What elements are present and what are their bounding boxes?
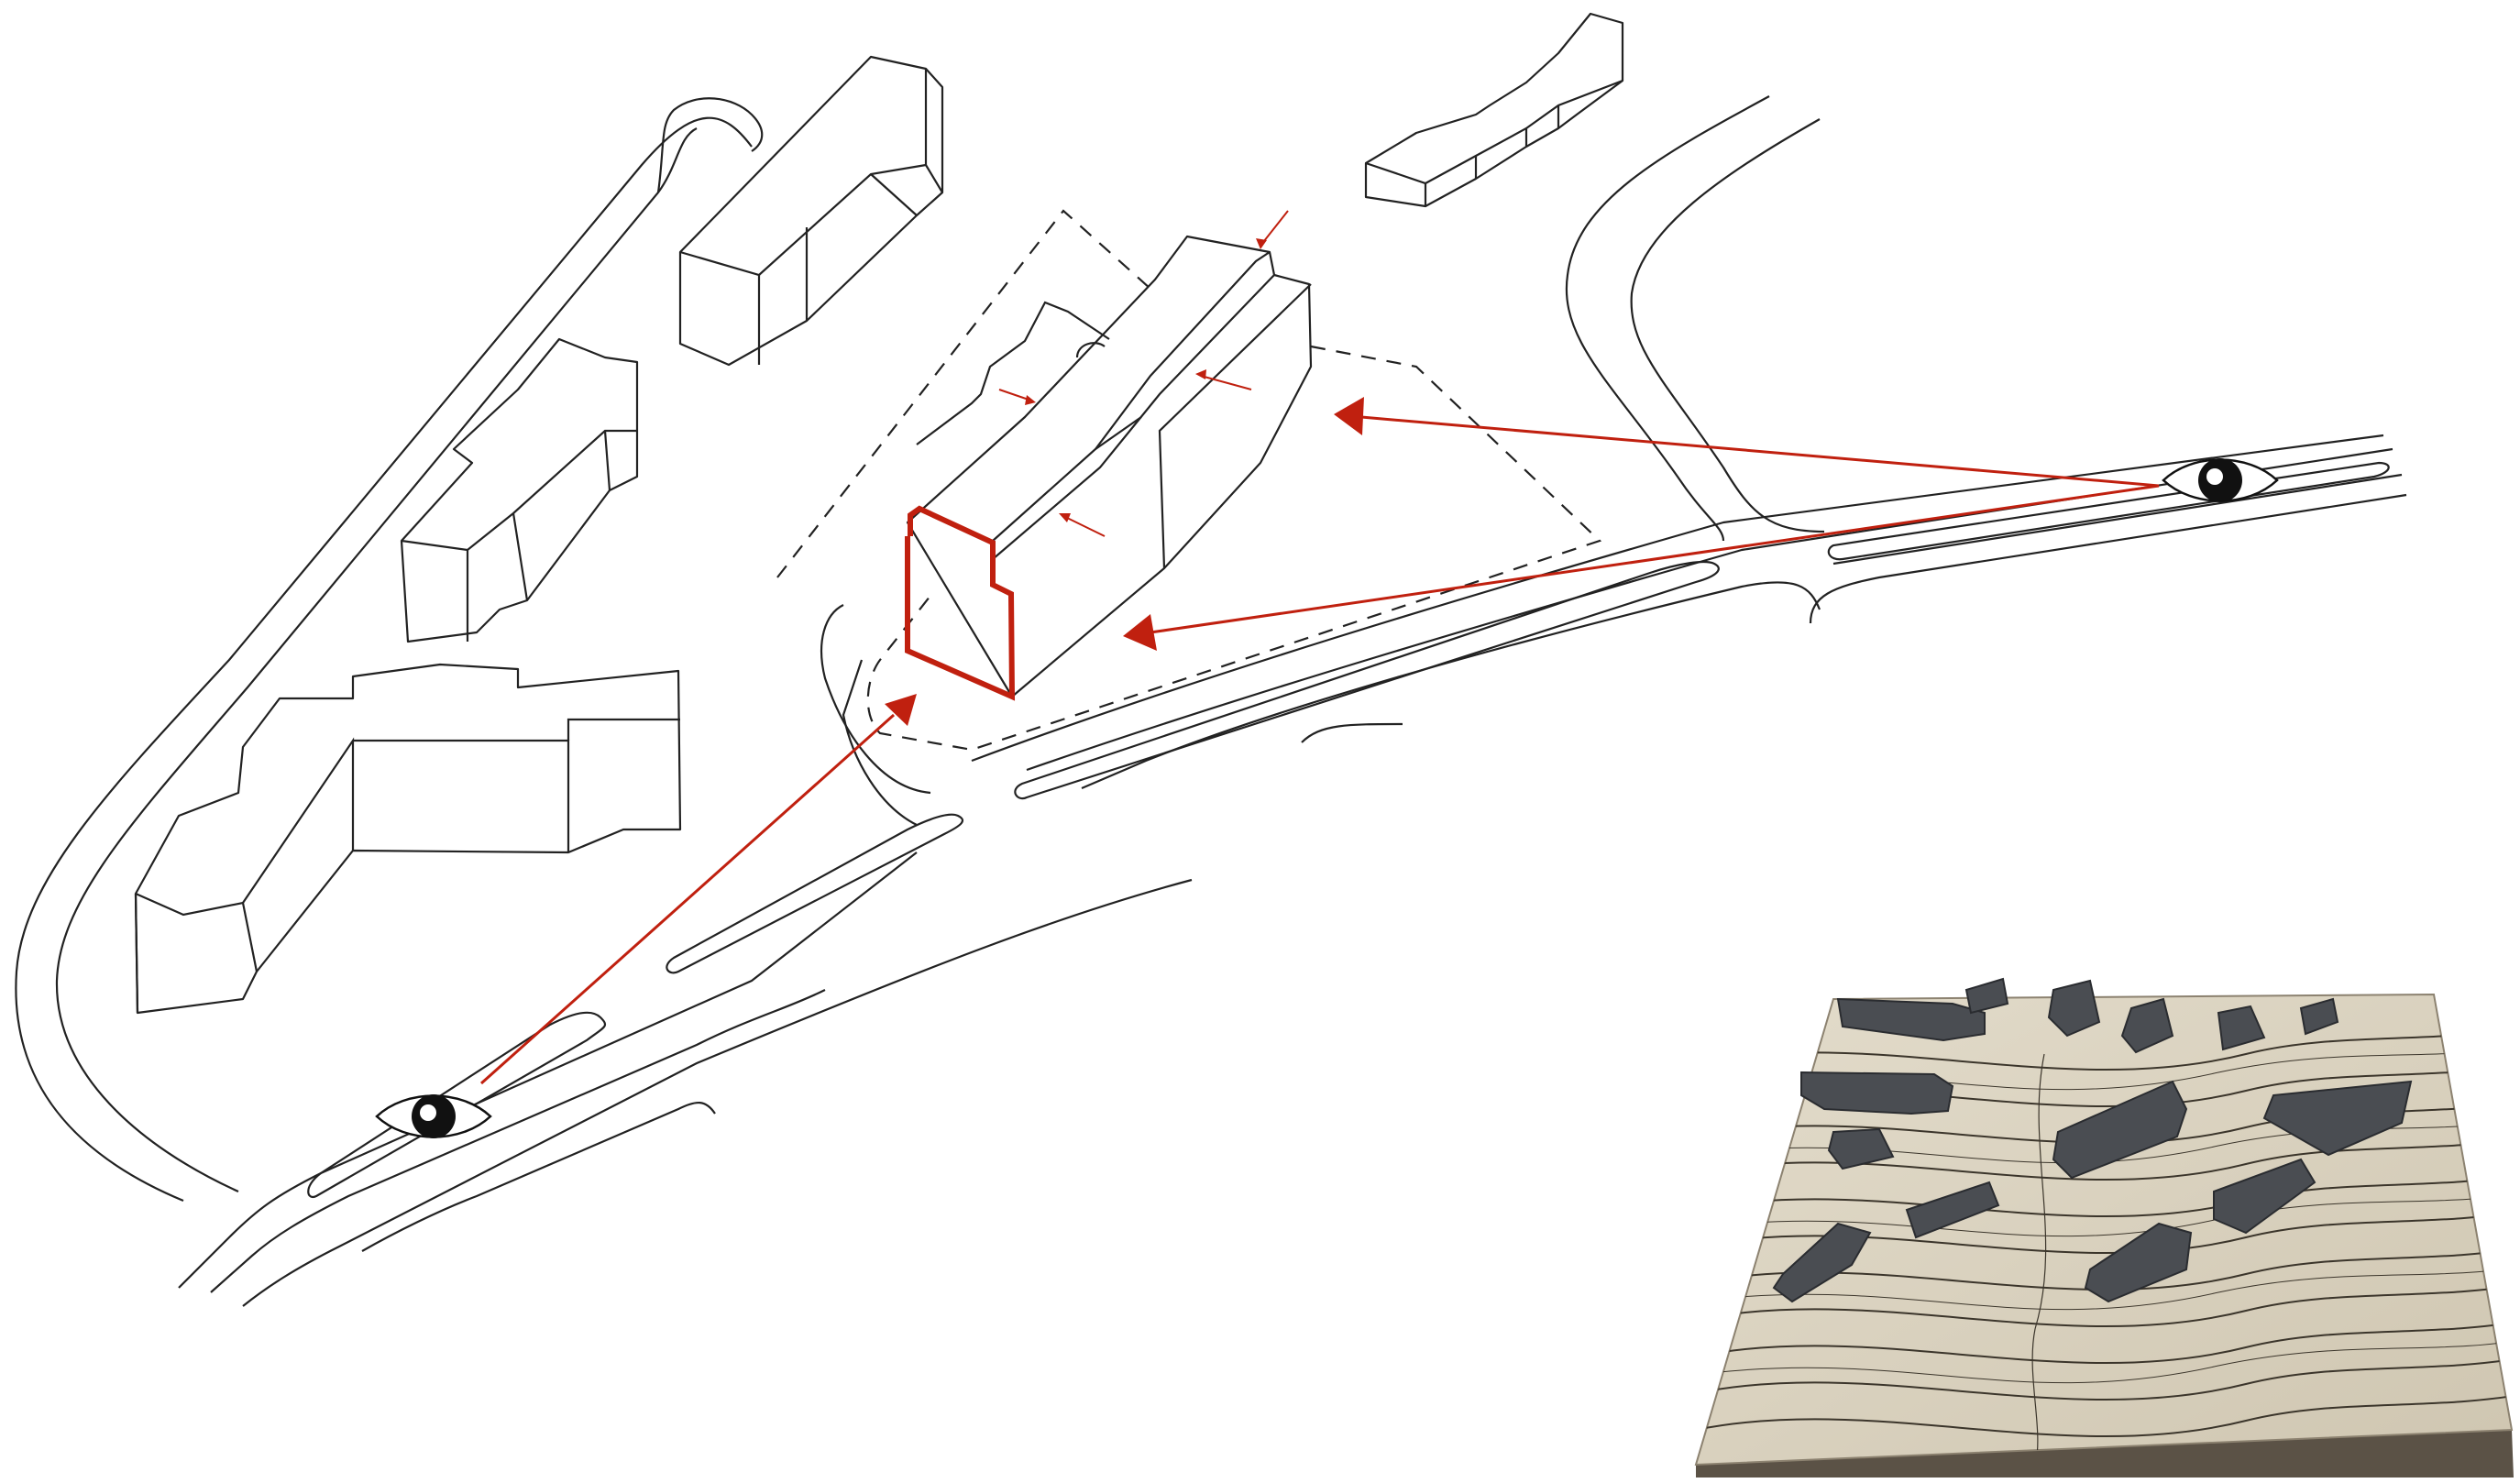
road-east-5: [1833, 475, 2402, 564]
view-arrowhead-2: [1123, 614, 1157, 651]
road-east-4: [1810, 495, 2406, 623]
building-north-west: [680, 57, 942, 365]
road-main-2: [211, 990, 825, 1292]
building-west-large: [136, 665, 680, 1013]
eye-icon: [377, 1094, 490, 1138]
existing-buildings: [136, 14, 1623, 1013]
proposed-building-volume: [908, 236, 1311, 697]
road-northeast-2: [1632, 119, 1824, 532]
road-west-inner: [57, 128, 697, 1192]
site-model-photo: [1696, 979, 2520, 1478]
road-east-2: [1027, 449, 2393, 770]
road-south-branch: [1302, 724, 1403, 742]
building-north-east: [1366, 14, 1623, 206]
road-main-3: [243, 880, 1192, 1306]
road-west-outer: [16, 118, 752, 1201]
view-line-east-lower: [1150, 486, 2159, 632]
view-arrowhead-3: [885, 694, 917, 726]
building-west-middle: [402, 339, 637, 642]
view-line-east-upper: [1361, 417, 2159, 486]
view-arrowhead-1: [1334, 397, 1364, 435]
road-central-curve-2: [843, 660, 917, 825]
eye-icon: [2163, 458, 2277, 502]
model-base-top: [1696, 994, 2512, 1465]
road-median-b: [666, 815, 963, 973]
road-northeast-1: [1567, 96, 1769, 541]
proposed-building: [908, 236, 1311, 697]
cul-de-sac: [658, 98, 762, 192]
road-east-3: [1082, 582, 1820, 788]
